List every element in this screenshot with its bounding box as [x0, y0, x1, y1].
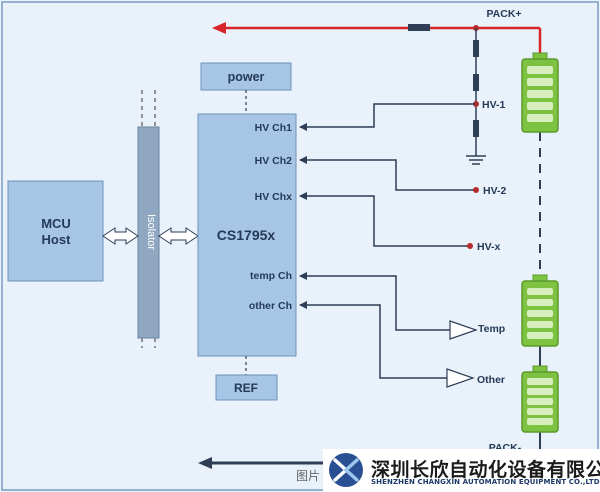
ref-label: REF: [234, 381, 258, 395]
cs1795x-chip: CS1795x HV Ch1 HV Ch2 HV Chx temp Ch oth…: [197, 113, 297, 357]
node-hvx-label: HV-x: [477, 241, 501, 253]
wire-other: [299, 301, 447, 379]
battery-cell-icon: [521, 52, 559, 133]
temp-sensor-buffer-icon: [449, 320, 478, 340]
wire-hv1: [299, 103, 476, 131]
battery-cell-icon: [521, 365, 559, 433]
wire-hv2: [299, 156, 476, 191]
company-logo-bar: [323, 449, 600, 492]
isolator-block: Isolator: [137, 126, 160, 339]
node-other-label: Other: [477, 374, 505, 386]
battery-cell-icon: [521, 274, 559, 347]
host-label: Host: [42, 232, 72, 247]
mcu-label: MCU: [41, 216, 71, 231]
channel-hvx-label: HV Chx: [255, 191, 293, 203]
channel-other-label: other Ch: [249, 300, 292, 312]
mcu-host-block: MCU Host: [7, 180, 104, 282]
image-caption: 图片: [296, 469, 321, 483]
chip-label: CS1795x: [217, 227, 276, 243]
ref-block: REF: [215, 374, 278, 401]
channel-hv2-label: HV Ch2: [255, 155, 293, 167]
company-name-en: SHENZHEN CHANGXIN AUTOMATION EQUIPMENT C…: [371, 478, 600, 486]
pack-plus-line: [212, 22, 542, 60]
isolator-label: Isolator: [145, 214, 157, 250]
channel-temp-label: temp Ch: [250, 270, 292, 282]
node-temp-label: Temp: [478, 323, 505, 335]
wire-temp: [299, 272, 450, 331]
node-hv2-label: HV-2: [483, 185, 507, 197]
other-sensor-buffer-icon: [446, 368, 475, 388]
resistor-divider: [473, 28, 479, 156]
ground-icon: [466, 155, 486, 165]
pack-plus-label: PACK+: [486, 8, 521, 20]
isolator-chip-arrow: [158, 227, 199, 245]
company-name-cn: 深圳长欣自动化设备有限公司: [371, 459, 600, 481]
power-block: power: [200, 62, 292, 91]
power-label: power: [228, 70, 265, 84]
node-hv1-label: HV-1: [482, 99, 506, 111]
wire-hvx: [299, 192, 470, 247]
mcu-isolator-arrow: [102, 227, 139, 245]
channel-hv1-label: HV Ch1: [255, 122, 293, 134]
